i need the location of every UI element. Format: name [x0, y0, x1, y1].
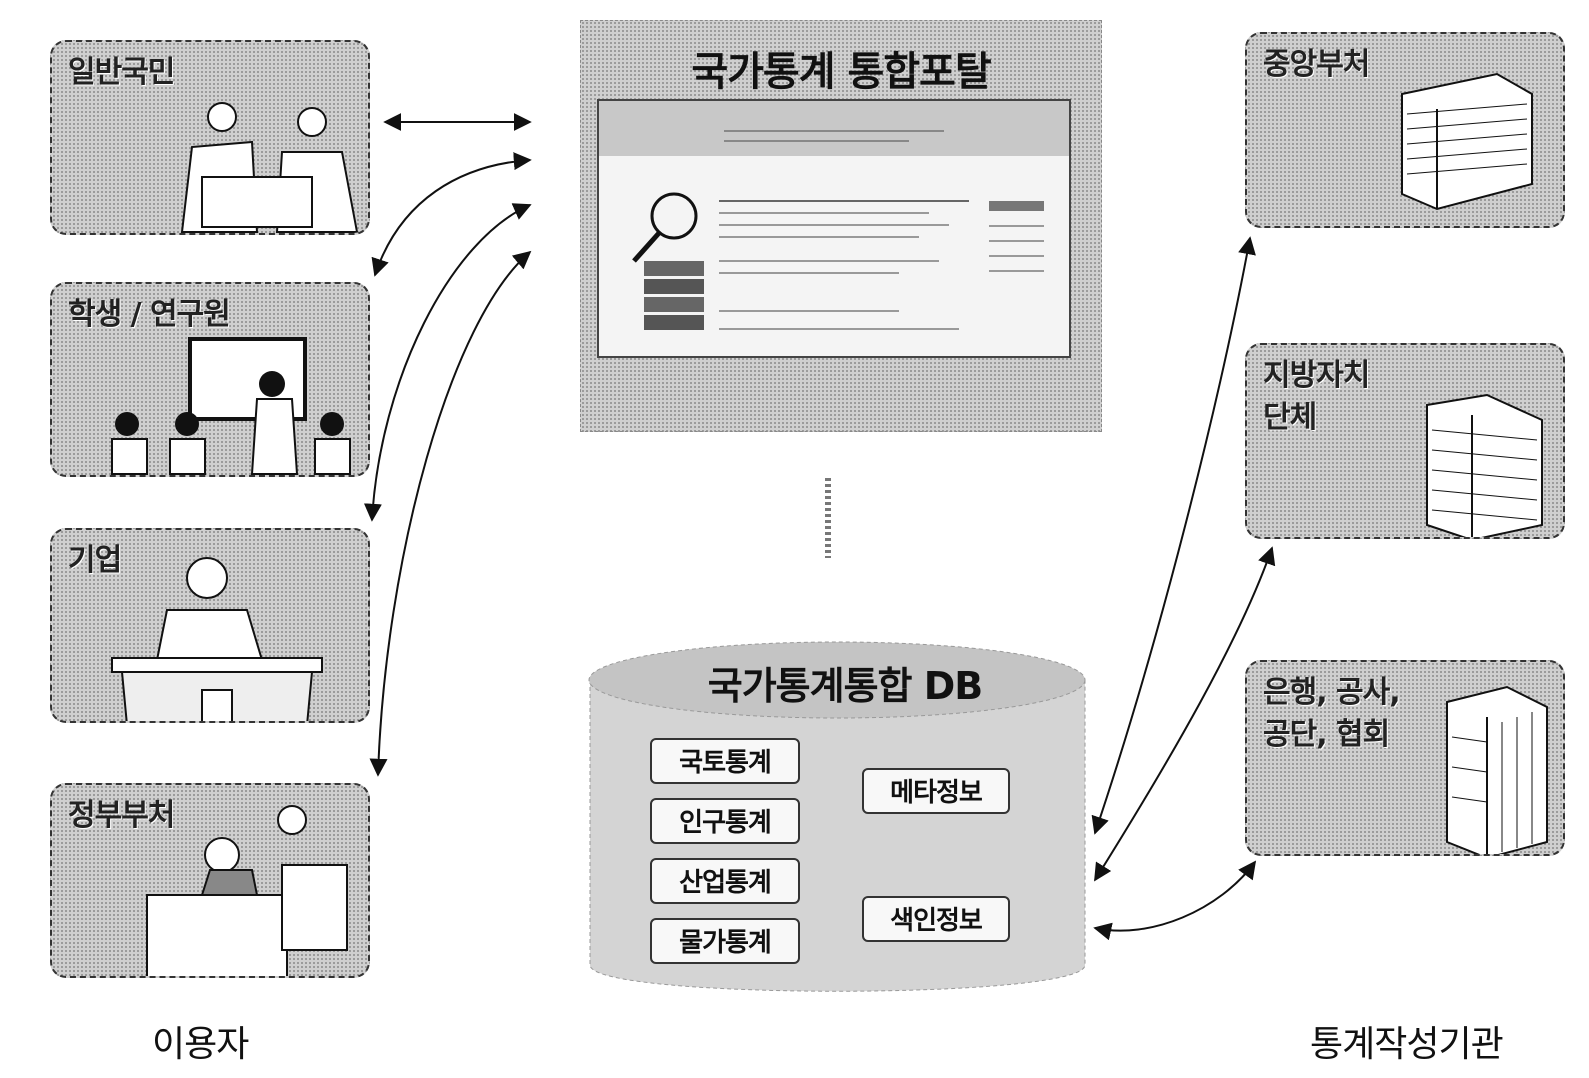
producer-card-central: 중앙부처	[1245, 32, 1565, 228]
statistics-portal: 국가통계 통합포탈	[580, 20, 1102, 432]
arrow-db-local	[1094, 546, 1276, 882]
producer-card-label: 은행, 공사, 공단, 협회	[1263, 675, 1401, 752]
user-card-public: 일반국민	[50, 40, 370, 235]
arrow-government-portal	[369, 250, 532, 777]
stat-tag-industry: 산업통계	[650, 858, 800, 904]
tower-building-icon	[1426, 393, 1543, 537]
portal-screen-mockup	[599, 101, 1069, 330]
user-card-students: 학생 / 연구원	[50, 282, 370, 477]
stat-tag-land: 국토통계	[650, 738, 800, 784]
arrow-business-portal	[363, 203, 532, 522]
classroom-icon	[111, 337, 351, 475]
presenter-icon	[111, 557, 323, 721]
producer-card-local: 지방자치 단체	[1245, 343, 1565, 539]
user-card-label: 학생 / 연구원	[68, 297, 231, 332]
user-card-label: 기업	[68, 543, 122, 578]
metadata-tag: 메타정보	[862, 768, 1010, 814]
people-icon	[180, 102, 359, 233]
index-info-tag: 색인정보	[862, 896, 1010, 942]
office-tower-icon	[1446, 685, 1548, 854]
producer-card-label: 지방자치 단체	[1263, 358, 1370, 435]
stat-tag-price: 물가통계	[650, 918, 800, 964]
user-card-label: 일반국민	[68, 55, 175, 90]
user-card-business: 기업	[50, 528, 370, 723]
user-card-government: 정부부처	[50, 783, 370, 978]
portal-screenshot	[597, 99, 1071, 358]
producers-caption: 통계작성기관	[1310, 1024, 1504, 1065]
producer-card-label: 중앙부처	[1263, 47, 1370, 82]
producer-card-institutions: 은행, 공사, 공단, 협회	[1245, 660, 1565, 856]
users-caption: 이용자	[152, 1024, 249, 1065]
portal-title: 국가통계 통합포탈	[691, 49, 991, 95]
meeting-icon	[146, 805, 348, 976]
stat-tag-population: 인구통계	[650, 798, 800, 844]
arrow-db-bank	[1093, 860, 1257, 941]
arrow-db-central	[1091, 236, 1256, 835]
database-title: 국가통계통합 DB	[707, 664, 984, 708]
building-icon	[1401, 72, 1533, 211]
user-card-label: 정부부처	[68, 798, 175, 833]
